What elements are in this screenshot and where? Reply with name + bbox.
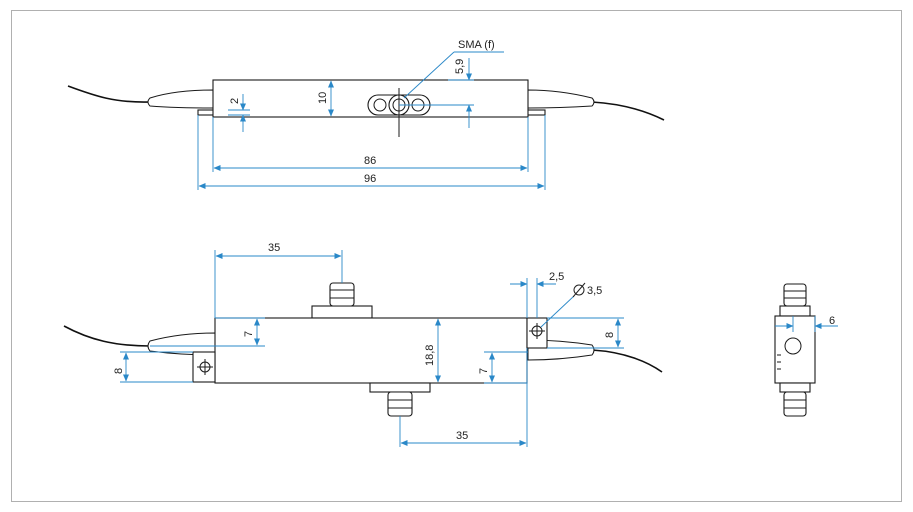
side-top-nut bbox=[783, 283, 807, 307]
mount-hole-left bbox=[373, 98, 387, 112]
fiber-left bbox=[67, 85, 151, 103]
dim-tab-right: 8 bbox=[604, 332, 616, 338]
side-top-flange bbox=[779, 305, 811, 317]
fiber-boot-left bbox=[147, 89, 214, 109]
dim-body-height: 18,8 bbox=[424, 345, 436, 366]
fiber-right bbox=[591, 101, 665, 121]
dim-tab-left: 8 bbox=[113, 368, 125, 374]
dim-connector-from-left: 35 bbox=[268, 242, 280, 254]
dim-inner-length: 86 bbox=[364, 155, 376, 167]
diameter-symbol bbox=[573, 284, 585, 296]
dim-fiber-height-right: 7 bbox=[478, 368, 490, 374]
side-mount-hole bbox=[784, 337, 802, 355]
fiber-boot-right bbox=[527, 89, 595, 109]
dim-fiber-height-left: 7 bbox=[243, 331, 255, 337]
fiber-right-front bbox=[591, 349, 663, 373]
dim-height: 10 bbox=[317, 92, 329, 104]
dim-hole-diameter: 3,5 bbox=[587, 285, 602, 297]
side-view: 6 bbox=[774, 283, 838, 417]
dim-flange: 2 bbox=[229, 98, 241, 104]
front-view: 35 7 8 18,8 7 8 2,5 3,5 bbox=[63, 242, 663, 447]
sma-bottom-nut bbox=[387, 391, 413, 417]
dim-side-offset: 6 bbox=[829, 315, 835, 327]
side-bottom-flange bbox=[779, 382, 811, 393]
dim-connector-from-right: 35 bbox=[456, 430, 468, 442]
housing-side-view bbox=[774, 315, 816, 384]
dim-connector-offset: 5,9 bbox=[454, 59, 466, 74]
sma-top-nut bbox=[329, 282, 355, 307]
fiber-boot-left-front bbox=[147, 332, 216, 356]
top-view: SMA (f) 5,9 10 2 86 96 bbox=[67, 39, 665, 190]
sma-top-flange bbox=[311, 305, 373, 319]
dim-total-length: 96 bbox=[364, 173, 376, 185]
sma-connector-label: SMA (f) bbox=[458, 39, 495, 51]
sma-bottom-flange bbox=[369, 382, 431, 393]
side-bottom-nut bbox=[783, 391, 807, 417]
drawing-border bbox=[11, 10, 902, 502]
dim-tab-width: 2,5 bbox=[549, 271, 564, 283]
fiber-left-front bbox=[63, 325, 151, 347]
